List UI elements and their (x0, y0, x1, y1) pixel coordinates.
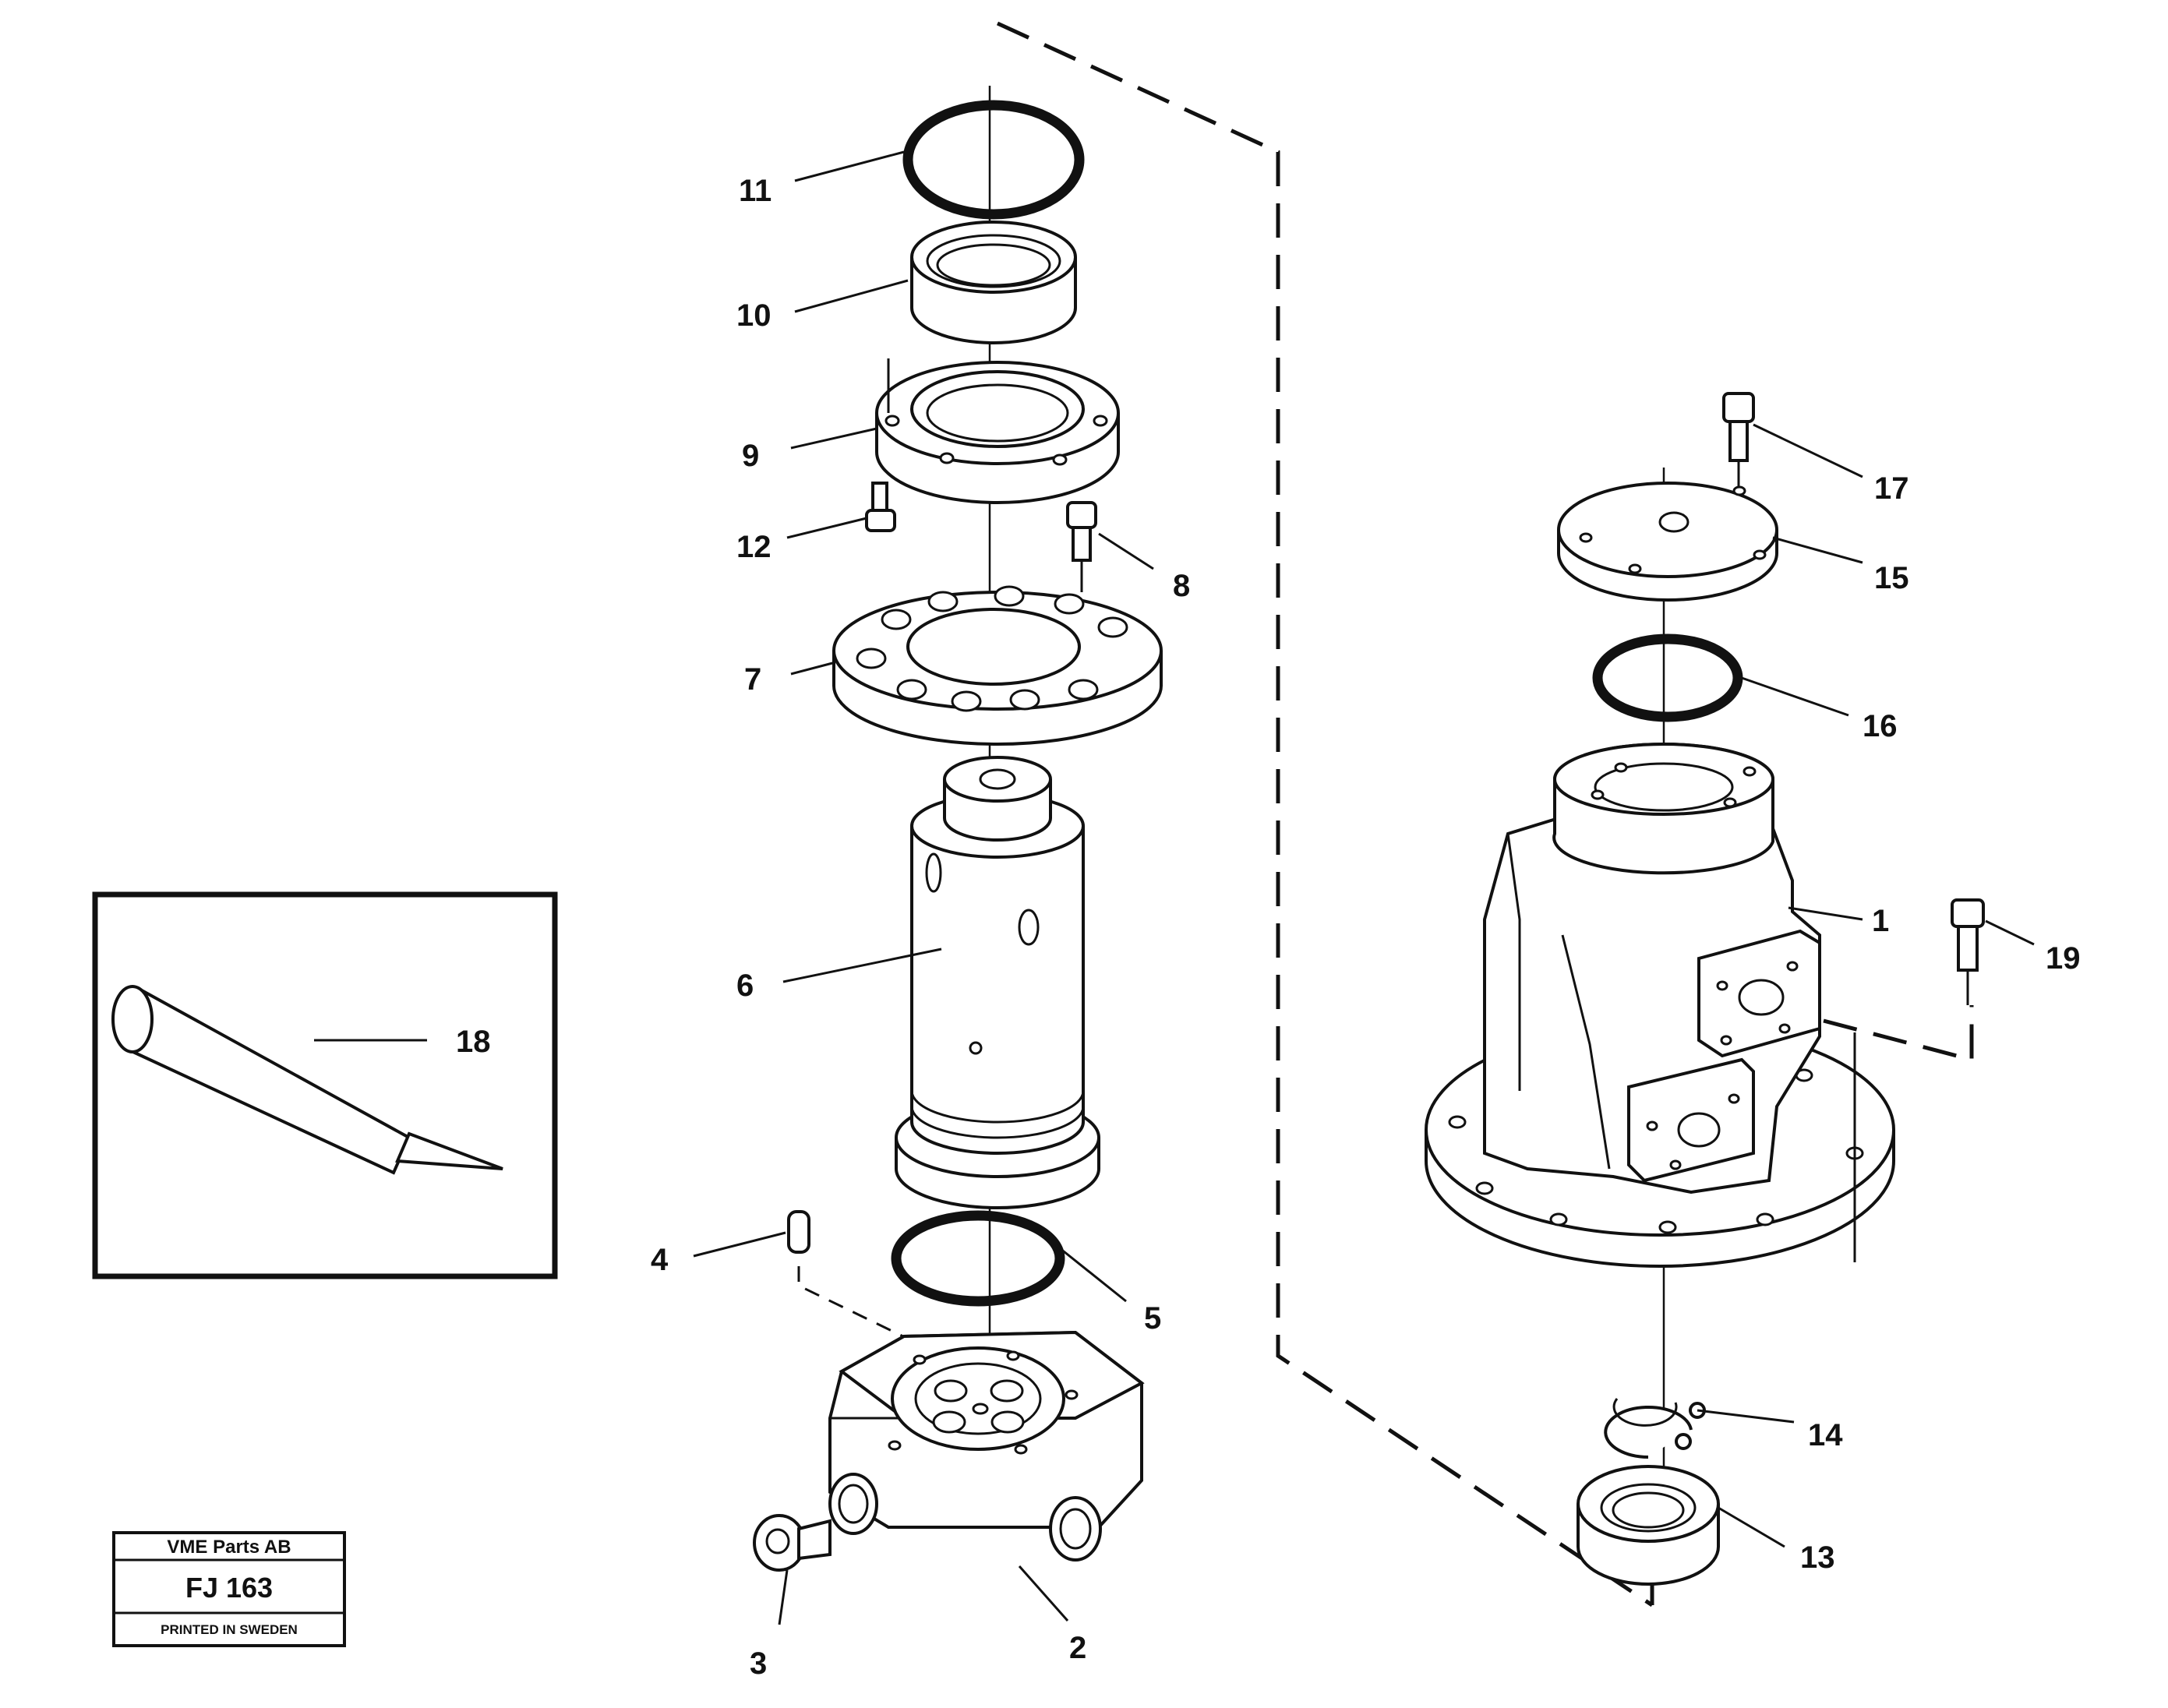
callout-9: 9 (742, 439, 759, 473)
callout-5: 5 (1144, 1301, 1161, 1336)
callout-18: 18 (456, 1025, 491, 1059)
callout-10: 10 (736, 298, 772, 333)
callout-12: 12 (736, 530, 772, 564)
title-block-code: FJ 163 (185, 1572, 273, 1604)
part-5-o-ring (891, 1210, 1065, 1307)
callout-19: 19 (2046, 941, 2081, 976)
title-block-company: VME Parts AB (167, 1537, 291, 1558)
part-8-socket-screw (1066, 501, 1097, 592)
callout-leaders (314, 150, 2035, 1625)
callout-14: 14 (1808, 1418, 1843, 1452)
callout-15: 15 (1874, 561, 1909, 595)
assembly-boundary-dash (996, 21, 1974, 1607)
part-17-bolt (1722, 392, 1755, 487)
part-3-plug (753, 1514, 832, 1572)
part-13-seal-ring (1577, 1465, 1720, 1586)
part-19-bolt (1951, 898, 1985, 1005)
part-2-octagonal-block (828, 1330, 1145, 1562)
callout-3: 3 (750, 1646, 767, 1681)
title-block: VME Parts AB FJ 163 PRINTED IN SWEDEN (112, 1531, 346, 1647)
callout-11: 11 (739, 174, 772, 208)
title-block-printed: PRINTED IN SWEDEN (161, 1622, 298, 1637)
part-12-screw (865, 482, 896, 532)
part-16-o-ring (1592, 633, 1743, 722)
callout-8: 8 (1173, 569, 1190, 603)
part-6-shaft (895, 756, 1100, 1209)
part-11-o-ring (902, 100, 1085, 220)
part-4-dowel-pin (787, 1210, 936, 1353)
callout-6: 6 (736, 969, 754, 1003)
callout-1: 1 (1872, 904, 1889, 938)
part-1-housing (1425, 743, 1895, 1268)
callout-7: 7 (744, 662, 761, 697)
callout-labels: 1 2 3 4 5 6 7 8 9 10 11 12 13 14 15 16 1… (456, 174, 2081, 1681)
part-14-circlip (1604, 1398, 1706, 1459)
part-10-bearing (910, 221, 1077, 344)
part-18-sealant-tube (111, 985, 503, 1175)
callout-2: 2 (1069, 1631, 1086, 1665)
callout-17: 17 (1874, 471, 1909, 506)
part-9-flange (875, 358, 1120, 504)
part-15-cover-plate (1557, 482, 1778, 602)
part-18-sealant-panel (92, 891, 558, 1279)
callout-4: 4 (651, 1243, 669, 1277)
part-7-ring-flange (832, 585, 1163, 746)
callout-13: 13 (1800, 1540, 1835, 1575)
callout-16: 16 (1863, 709, 1898, 743)
